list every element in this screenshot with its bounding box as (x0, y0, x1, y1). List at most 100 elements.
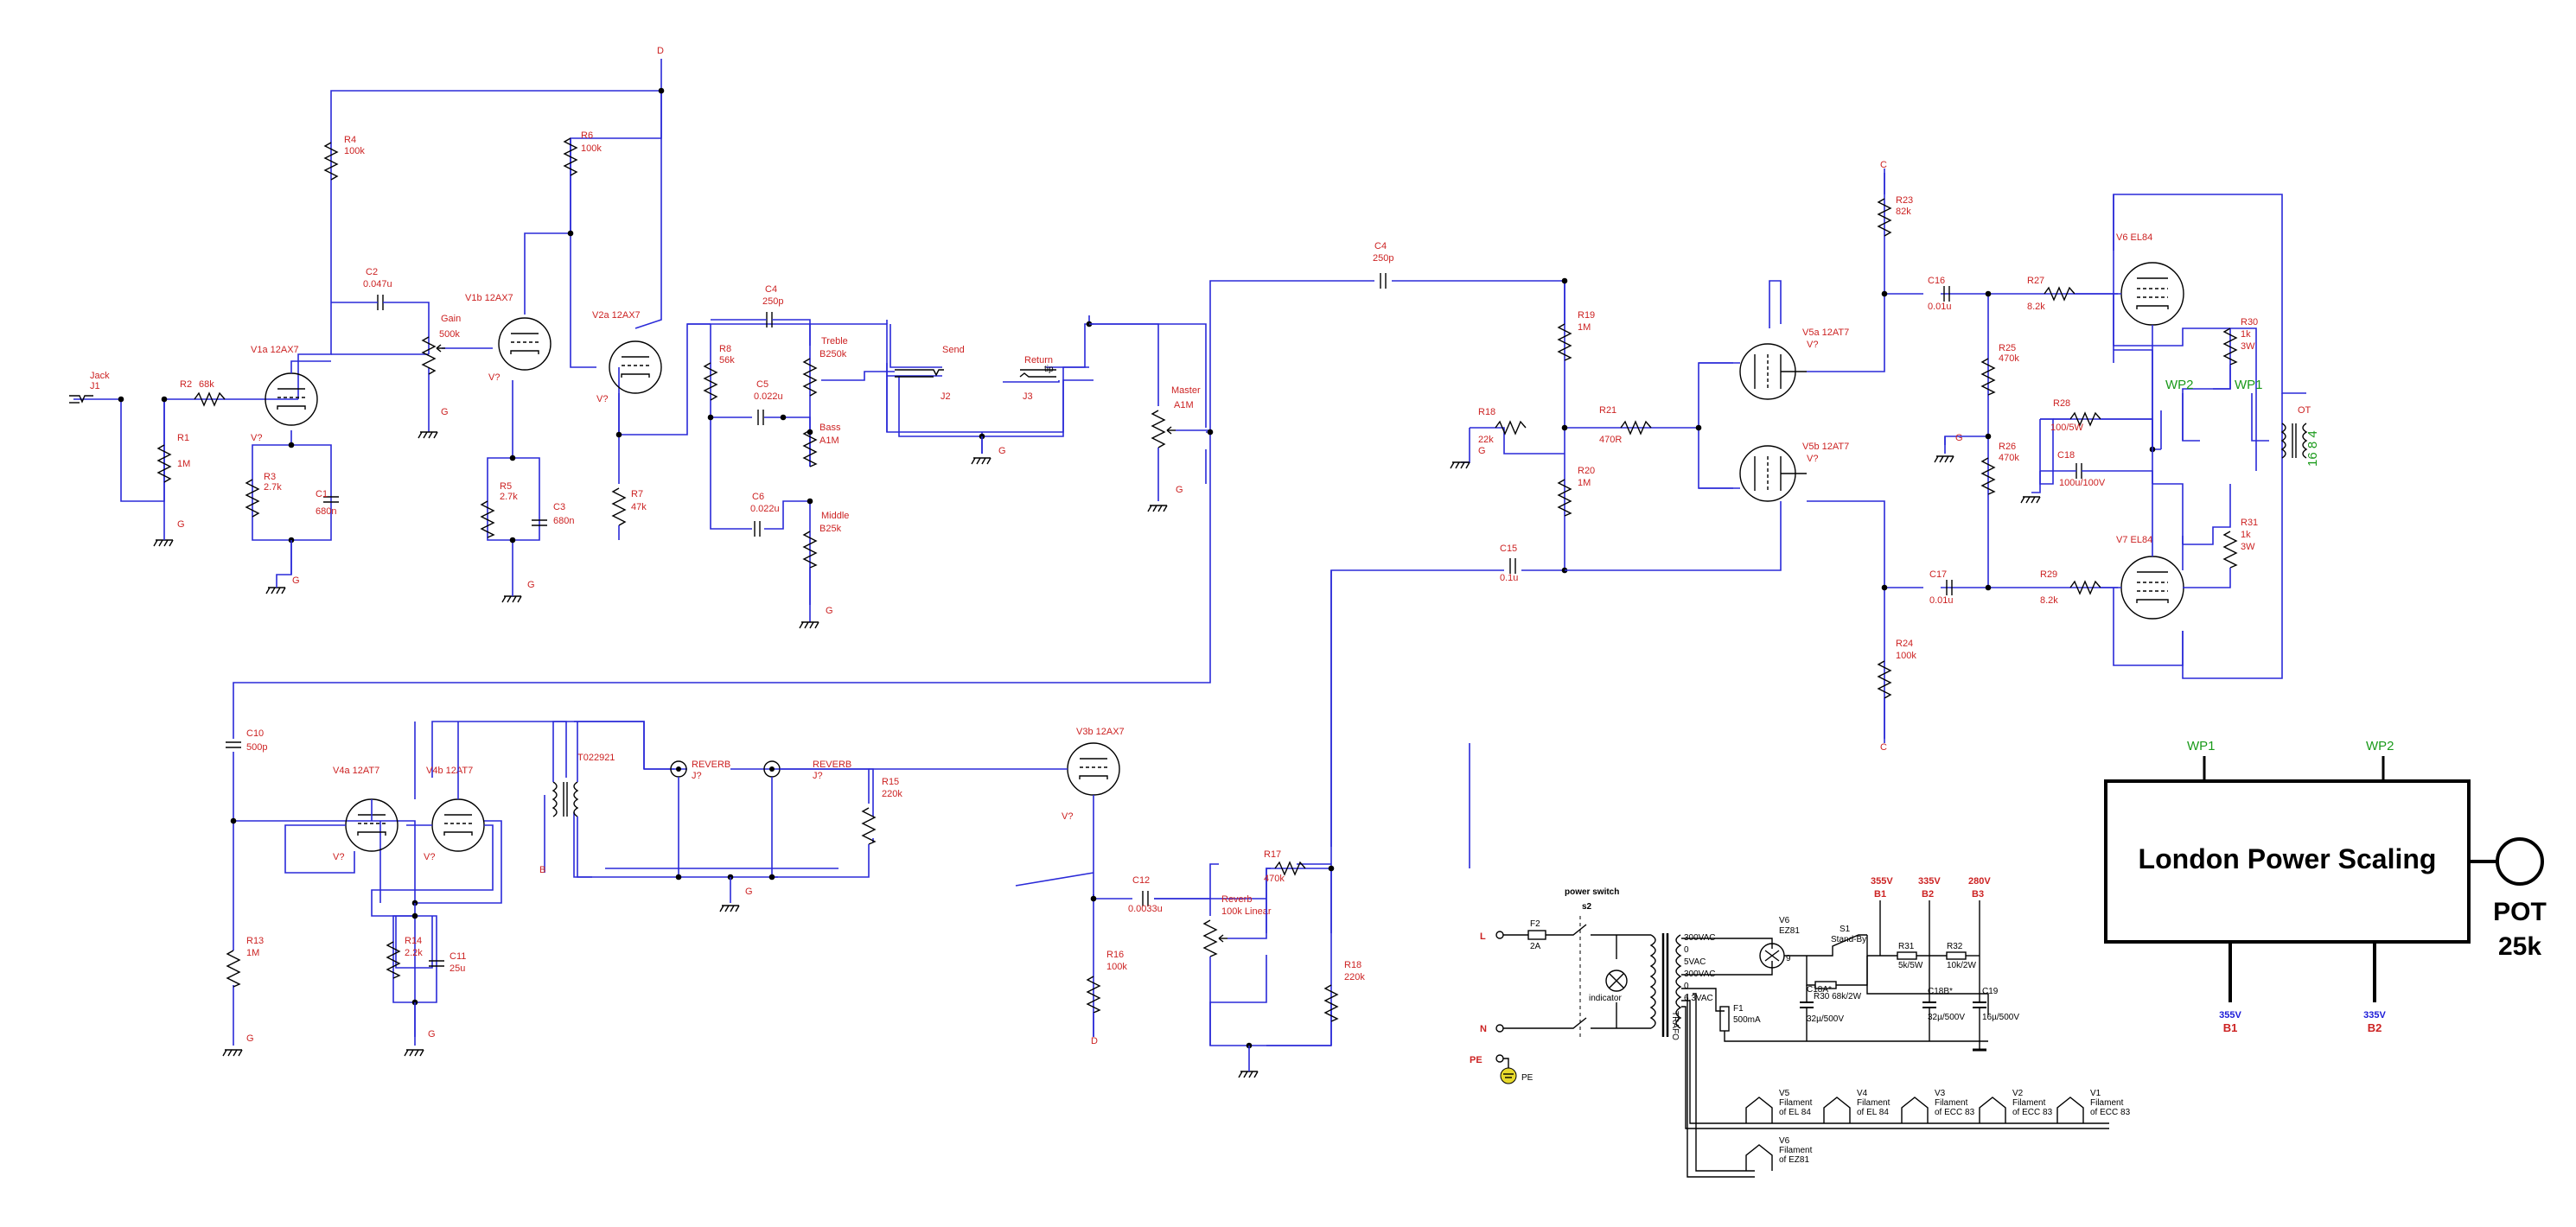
svg-text:tip: tip (1044, 365, 1054, 374)
v3b-tube-icon (1067, 742, 1120, 796)
v3b-ref: V? (1062, 811, 1073, 822)
send-label: Send (942, 345, 965, 355)
return-ref: J3 (1023, 391, 1033, 402)
output-stage: C R23 82k C16 0.01u R27 8.2k R25 470k G … (1877, 160, 2320, 753)
c4b-label: C4 (1374, 241, 1387, 251)
power-supply: power switch s2 L N PE F2 2A indicator P… (1470, 876, 2109, 1178)
r18-label: R18 (1478, 407, 1495, 417)
r18-value: 22k (1478, 435, 1494, 445)
f2-label: F2 (1530, 919, 1540, 929)
v2a-tube-icon (609, 340, 662, 394)
filament-2-t2: of ECC 83 (1935, 1108, 1975, 1117)
reverb-ground-3: G (428, 1029, 436, 1039)
r30-psu: R30 68k/2W (1814, 992, 1862, 1001)
r8-label: R8 (719, 344, 731, 354)
b3-label: B3 (1972, 889, 1984, 900)
pot-knob-icon[interactable] (2496, 837, 2544, 886)
r29-value: 8.2k (2040, 595, 2058, 606)
input-ground: G (177, 519, 185, 530)
master-ground: G (1176, 485, 1183, 495)
r31-label: R31 (2241, 518, 2258, 528)
r6-value: 100k (581, 143, 602, 154)
c11-label: C11 (450, 951, 466, 962)
c10-label: C10 (246, 728, 264, 739)
c18-value: 100u/100V (2059, 478, 2106, 488)
wp2-label: WP2 (2165, 378, 2194, 392)
node-c-top: C (1880, 160, 1887, 170)
b1-voltage: 355V (1871, 876, 1893, 887)
reverb-pot-label: Reverb (1221, 894, 1252, 905)
node-d-bot: D (1091, 1036, 1098, 1046)
c6-label: C6 (752, 492, 764, 502)
psu-pe: PE (1470, 1055, 1482, 1065)
filament-4-t2: of ECC 83 (2090, 1108, 2131, 1117)
c18a-label: C18A* (1807, 985, 1832, 995)
tone-stack: C4 250p R8 56k Treble B250k C5 0.022u Ba… (703, 284, 849, 629)
psu-s2: s2 (1582, 902, 1592, 912)
r28-value: 100/5W (2050, 423, 2084, 433)
f1-value: 500mA (1733, 1015, 1761, 1025)
gain-label: Gain (441, 314, 461, 324)
tap-2: 5VAC (1684, 957, 1706, 967)
r4-value: 100k (344, 146, 365, 156)
r24-label: R24 (1896, 639, 1913, 649)
loop-ground: G (998, 446, 1006, 456)
c12-value: 0.0033u (1128, 904, 1163, 914)
c6-value: 0.022u (750, 504, 780, 514)
c15-value: 0.1u (1500, 573, 1518, 583)
filament-1-t2: of EL 84 (1857, 1108, 1889, 1117)
master-stage: Master A1M G (1086, 321, 1214, 512)
fx-loop: Send J2 Return J3 tip G (821, 323, 1094, 465)
v2a-name: V2a 12AX7 (592, 310, 641, 321)
r3-value: 2.7k (264, 482, 282, 493)
v5b-tube-icon (1739, 445, 1807, 502)
reverb-section: C10 500p V4a 12AT7 V? V4b 12AT7 V? B T02… (222, 721, 1365, 1078)
r31-value: 1k (2241, 530, 2251, 540)
v5a-name: V5a 12AT7 (1802, 327, 1849, 338)
v6-psu-type: EZ81 (1779, 926, 1800, 936)
c2-label: C2 (366, 267, 378, 277)
reverb-ground-1: G (745, 887, 753, 897)
r28-label: R28 (2053, 398, 2070, 409)
reverb-out-ref: J? (813, 771, 823, 781)
psu-title: power switch (1565, 887, 1619, 897)
v1b-tube-icon (498, 317, 552, 371)
input-stage: Jack J1 R1 1M G R2 68k V1a 12AX7 V? R3 2… (69, 135, 461, 594)
output-transformer-icon (2280, 423, 2308, 459)
c3-label: C3 (553, 502, 565, 512)
v1b-ref: V? (488, 372, 500, 383)
lps-box (2104, 779, 2471, 944)
r25-value: 470k (1999, 353, 2019, 364)
reverb-ground-2: G (246, 1033, 254, 1044)
bass-label: Bass (819, 423, 841, 433)
node-b-v4: B (539, 865, 545, 875)
c12-label: C12 (1132, 875, 1150, 886)
v2a-ref: V? (596, 394, 608, 404)
tap-4: 0 (1684, 982, 1689, 991)
r21-label: R21 (1599, 405, 1616, 416)
r17-value: 470k (1264, 874, 1285, 884)
c10-value: 500p (246, 742, 267, 753)
trafo-label: TRAFO (1670, 1011, 1680, 1040)
tap-5: 6.3VAC (1684, 994, 1713, 1003)
f1-label: F1 (1733, 1004, 1744, 1014)
c17-label: C17 (1929, 569, 1947, 580)
jack-label: Jack (90, 371, 110, 381)
treble-value: B250k (819, 349, 847, 359)
r31-psu-label: R31 (1898, 942, 1915, 951)
s1-title: Stand-By (1831, 935, 1866, 944)
r23-value: 82k (1896, 207, 1911, 217)
b1-label: B1 (1874, 889, 1886, 900)
r20-label: R20 (1578, 466, 1595, 476)
filament-1-t1: Filament (1857, 1098, 1891, 1108)
filament-0-n: V5 (1779, 1089, 1790, 1098)
filament-3-t2: of ECC 83 (2012, 1108, 2053, 1117)
c1-label: C1 (316, 489, 328, 499)
v6-name: V6 EL84 (2116, 232, 2152, 243)
c4-label: C4 (765, 284, 777, 295)
